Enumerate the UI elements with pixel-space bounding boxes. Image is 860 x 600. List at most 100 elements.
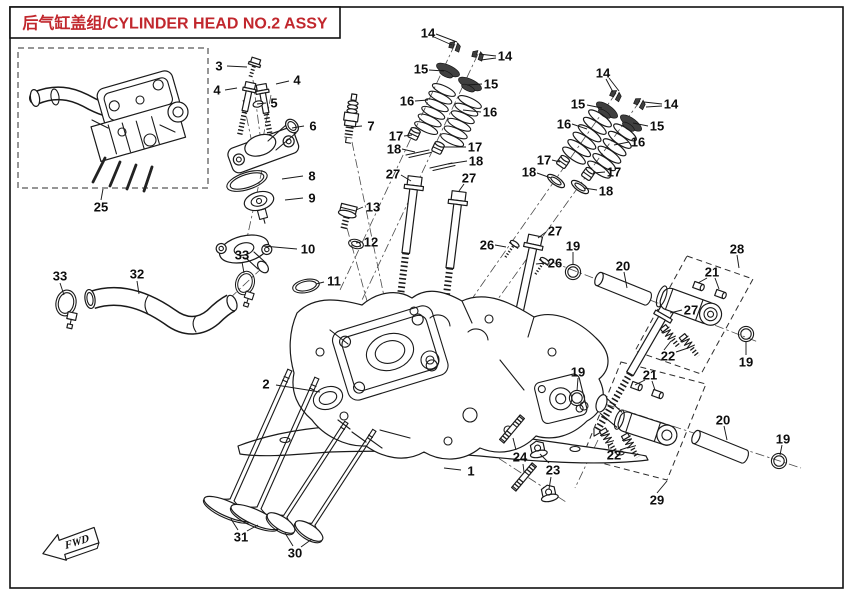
svg-text:22: 22 bbox=[661, 349, 675, 364]
drawing-border bbox=[9, 6, 844, 589]
svg-text:19: 19 bbox=[571, 365, 585, 380]
svg-text:4: 4 bbox=[293, 73, 301, 88]
part-callout-18: 18 bbox=[522, 165, 552, 180]
diagram-title: 后气缸盖组/CYLINDER HEAD NO.2 ASSY bbox=[22, 14, 328, 33]
part-callout-17: 17 bbox=[389, 129, 413, 144]
part-callout-12: 12 bbox=[355, 235, 378, 250]
part-callout-23: 23 bbox=[539, 453, 560, 490]
svg-text:29: 29 bbox=[650, 493, 664, 508]
part-callout-14: 14 bbox=[421, 26, 458, 46]
part-callout-3: 3 bbox=[215, 59, 248, 74]
part-callout-9: 9 bbox=[284, 191, 316, 206]
part-callout-17: 17 bbox=[537, 153, 561, 168]
svg-text:33: 33 bbox=[53, 269, 67, 284]
water-outlet-neck bbox=[215, 234, 273, 264]
svg-text:21: 21 bbox=[643, 368, 657, 383]
svg-text:16: 16 bbox=[400, 94, 414, 109]
part-callout-32: 32 bbox=[130, 267, 144, 295]
part-callout-19: 19 bbox=[776, 432, 790, 456]
svg-text:21: 21 bbox=[705, 265, 719, 280]
part-callout-6: 6 bbox=[291, 119, 317, 134]
svg-text:16: 16 bbox=[631, 135, 645, 150]
rocker-arm-assy-28 bbox=[655, 280, 728, 359]
svg-text:32: 32 bbox=[130, 267, 144, 282]
svg-text:27: 27 bbox=[386, 167, 400, 182]
part-callout-15: 15 bbox=[571, 97, 603, 112]
part-callout-7: 7 bbox=[350, 119, 375, 134]
part-callout-19: 19 bbox=[739, 341, 753, 370]
title-box bbox=[9, 6, 341, 39]
washer-12 bbox=[348, 238, 364, 250]
svg-text:17: 17 bbox=[607, 165, 621, 180]
part-callout-18: 18 bbox=[387, 142, 416, 157]
svg-text:1: 1 bbox=[467, 464, 474, 479]
svg-text:2: 2 bbox=[262, 377, 269, 392]
svg-text:14: 14 bbox=[596, 66, 611, 81]
part-callout-33: 33 bbox=[235, 248, 249, 274]
svg-text:31: 31 bbox=[234, 530, 248, 545]
part-callout-17: 17 bbox=[444, 140, 482, 155]
svg-text:18: 18 bbox=[469, 154, 483, 169]
svg-text:16: 16 bbox=[483, 105, 497, 120]
hose-clamp-33a bbox=[50, 287, 83, 330]
part-callout-19: 19 bbox=[566, 239, 580, 265]
thermostat-cover bbox=[227, 127, 300, 174]
svg-text:26: 26 bbox=[480, 238, 494, 253]
nut-23b bbox=[538, 482, 560, 504]
svg-text:18: 18 bbox=[599, 184, 613, 199]
assembled-head-view bbox=[29, 70, 189, 193]
water-hose-group bbox=[50, 268, 261, 335]
part-callout-21: 21 bbox=[634, 368, 657, 391]
svg-text:23: 23 bbox=[546, 463, 560, 478]
svg-text:27: 27 bbox=[684, 303, 698, 318]
part-callout-16: 16 bbox=[400, 94, 429, 109]
svg-text:30: 30 bbox=[288, 546, 302, 561]
part-callout-21: 21 bbox=[697, 265, 720, 290]
svg-text:18: 18 bbox=[387, 142, 401, 157]
rocker-arm-assy-29 bbox=[595, 380, 678, 459]
svg-text:24: 24 bbox=[513, 450, 528, 465]
part-callout-4: 4 bbox=[275, 73, 301, 88]
thermostat-cover-group bbox=[215, 54, 320, 294]
o-ring-19b bbox=[737, 325, 755, 343]
rocker-shaft-20a bbox=[592, 270, 654, 307]
svg-text:5: 5 bbox=[270, 96, 277, 111]
part-callout-14: 14 bbox=[478, 49, 513, 64]
part-callout-30: 30 bbox=[284, 532, 313, 561]
part-callout-1: 1 bbox=[443, 464, 475, 479]
svg-text:22: 22 bbox=[607, 448, 621, 463]
svg-text:25: 25 bbox=[94, 200, 108, 215]
svg-text:12: 12 bbox=[364, 235, 378, 250]
o-ring-19a bbox=[564, 263, 582, 281]
svg-text:3: 3 bbox=[215, 59, 222, 74]
svg-text:8: 8 bbox=[308, 169, 315, 184]
svg-text:19: 19 bbox=[776, 432, 790, 447]
part-callout-14: 14 bbox=[596, 66, 620, 93]
part-callout-16: 16 bbox=[557, 117, 588, 132]
part-callout-26: 26 bbox=[535, 256, 562, 271]
drain-plug bbox=[337, 202, 358, 232]
part-callout-4: 4 bbox=[213, 83, 238, 98]
part-callout-27: 27 bbox=[458, 171, 476, 192]
part-callout-24: 24 bbox=[512, 437, 528, 473]
svg-text:14: 14 bbox=[664, 97, 679, 112]
svg-text:16: 16 bbox=[557, 117, 571, 132]
svg-text:20: 20 bbox=[716, 413, 730, 428]
part-callout-20: 20 bbox=[716, 413, 730, 441]
part-callout-13: 13 bbox=[355, 200, 380, 215]
part-callout-22: 22 bbox=[661, 340, 689, 364]
part-callout-16: 16 bbox=[462, 105, 497, 120]
svg-text:19: 19 bbox=[566, 239, 580, 254]
rocker-assy-box-29 bbox=[581, 361, 707, 481]
cylinder-head-body bbox=[289, 290, 609, 460]
part-callout-33: 33 bbox=[53, 269, 67, 296]
svg-text:17: 17 bbox=[468, 140, 482, 155]
svg-text:33: 33 bbox=[235, 248, 249, 263]
svg-text:17: 17 bbox=[389, 129, 403, 144]
svg-text:28: 28 bbox=[730, 242, 744, 257]
svg-text:15: 15 bbox=[571, 97, 585, 112]
svg-text:20: 20 bbox=[616, 259, 630, 274]
